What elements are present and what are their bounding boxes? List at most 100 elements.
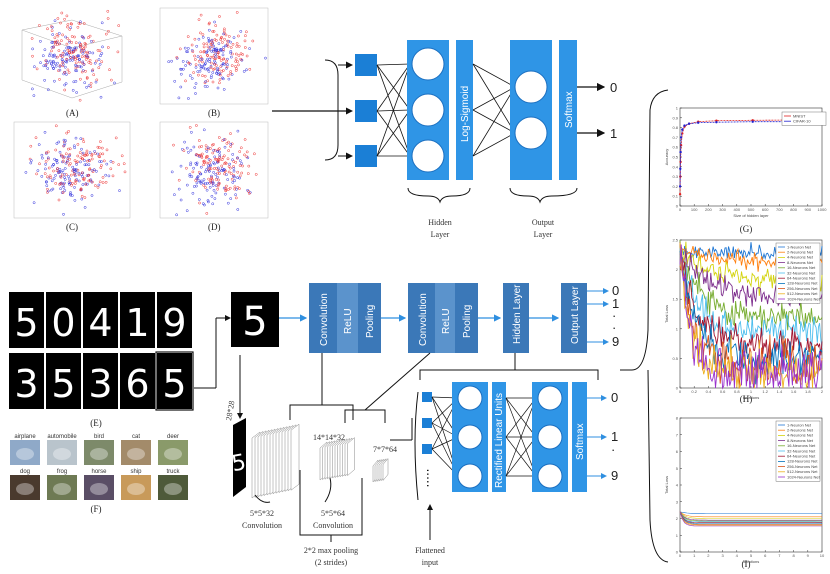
scatter-point [190, 130, 193, 134]
scatter-point [225, 142, 229, 145]
legend-entry: 1-Neuron Net [787, 422, 812, 427]
scatter-point [197, 18, 201, 21]
scatter-point [61, 64, 65, 68]
scatter-point [210, 74, 213, 78]
scatter-point [198, 63, 202, 67]
series-point [678, 185, 682, 188]
lower-softmax-block [572, 382, 587, 492]
scatter-point [34, 136, 38, 140]
scatter-panel-a [21, 9, 123, 102]
x-tick-label: 800 [790, 207, 797, 212]
scatter-point [71, 181, 74, 185]
scatter-point [77, 58, 81, 62]
mnist-digit: 1 [125, 301, 149, 345]
scatter-point [51, 53, 55, 57]
scatter-point [74, 136, 78, 140]
scatter-point [214, 173, 218, 176]
scatter-point [210, 174, 213, 178]
relu-neuron-3 [457, 463, 483, 489]
pool-note-2: (2 strides) [315, 558, 348, 567]
scatter-point [97, 58, 101, 61]
hidden-output-edges [472, 63, 516, 157]
mnist-cell [157, 353, 192, 409]
scatter-point [192, 71, 195, 74]
conv-b-size: 5*5*64 [321, 509, 345, 518]
scatter-point [66, 37, 69, 40]
input-node-1 [355, 54, 377, 76]
scatter-point [209, 180, 212, 184]
size-2-label: 7*7*64 [373, 445, 397, 454]
scatter-point [95, 59, 98, 63]
scatter-point [64, 82, 68, 85]
cifar-image [47, 440, 77, 465]
scatter-point [200, 154, 204, 158]
scatter-point [87, 179, 91, 183]
scatter-point [105, 162, 109, 166]
y-tick-label: 4 [676, 483, 679, 488]
scatter-point [53, 62, 57, 66]
scatter-point [205, 59, 208, 63]
y-tick-label: 0.3 [672, 174, 678, 179]
scatter-point [87, 36, 90, 39]
scatter-point [89, 62, 93, 65]
scatter-point [205, 155, 208, 158]
scatter-point [214, 191, 218, 195]
scatter-point [53, 19, 57, 23]
pool1-label: Pooling [365, 305, 376, 338]
scatter-point [222, 29, 226, 33]
x-axis-label: Iterations [743, 559, 759, 564]
scatter-point [53, 53, 56, 57]
lower-out-0: 0 [611, 390, 618, 405]
loss-curve [679, 511, 822, 524]
scatter-point [107, 29, 110, 33]
scatter-point [57, 32, 61, 35]
scatter-point [223, 162, 226, 166]
scatter-point [39, 61, 42, 65]
scatter-point [111, 174, 115, 178]
loss-curve [679, 511, 822, 523]
scatter-point [78, 43, 82, 47]
x-tick-label: 200 [705, 207, 712, 212]
scatter-point [180, 67, 183, 71]
scatter-point [236, 176, 239, 180]
y-tick-label: 0.5 [672, 356, 678, 361]
scatter-point [188, 74, 192, 77]
scatter-point [215, 33, 219, 37]
scatter-point [232, 169, 236, 173]
scatter-point [40, 153, 44, 157]
scatter-point [81, 61, 84, 65]
scatter-point [177, 187, 181, 191]
y-tick-label: 1 [676, 326, 679, 331]
legend-entry: 256-Neurons Net [787, 286, 818, 291]
mnist-highlight [155, 351, 194, 411]
scatter-point [85, 163, 88, 167]
scatter-point [98, 160, 101, 163]
scatter-point [63, 17, 66, 21]
scatter-point [114, 136, 118, 140]
scatter-point [88, 151, 92, 155]
scatter-point [199, 55, 203, 59]
scatter-point [77, 54, 81, 58]
scatter-point [94, 80, 98, 84]
x-tick-label: 500 [748, 207, 755, 212]
scatter-point [213, 67, 217, 71]
scatter-point [186, 35, 190, 38]
scatter-point [73, 46, 77, 50]
scatter-point [195, 153, 198, 156]
scatter-point [205, 188, 209, 192]
scatter-point [218, 78, 222, 81]
feature-stack-2 [319, 437, 355, 481]
scatter-point [189, 161, 193, 165]
scatter-point [45, 151, 48, 154]
scatter-point [41, 54, 45, 58]
scatter-point [93, 61, 97, 65]
hidden-brace [407, 187, 471, 204]
scatter-point [67, 130, 70, 133]
cifar-image [121, 475, 151, 500]
x-tick-label: 0.8 [734, 389, 740, 394]
scatter-point [238, 176, 241, 180]
y-tick-label: 2 [676, 516, 679, 521]
conv1-block [309, 283, 337, 353]
scatter-point [200, 145, 203, 148]
scatter-point [67, 181, 71, 185]
